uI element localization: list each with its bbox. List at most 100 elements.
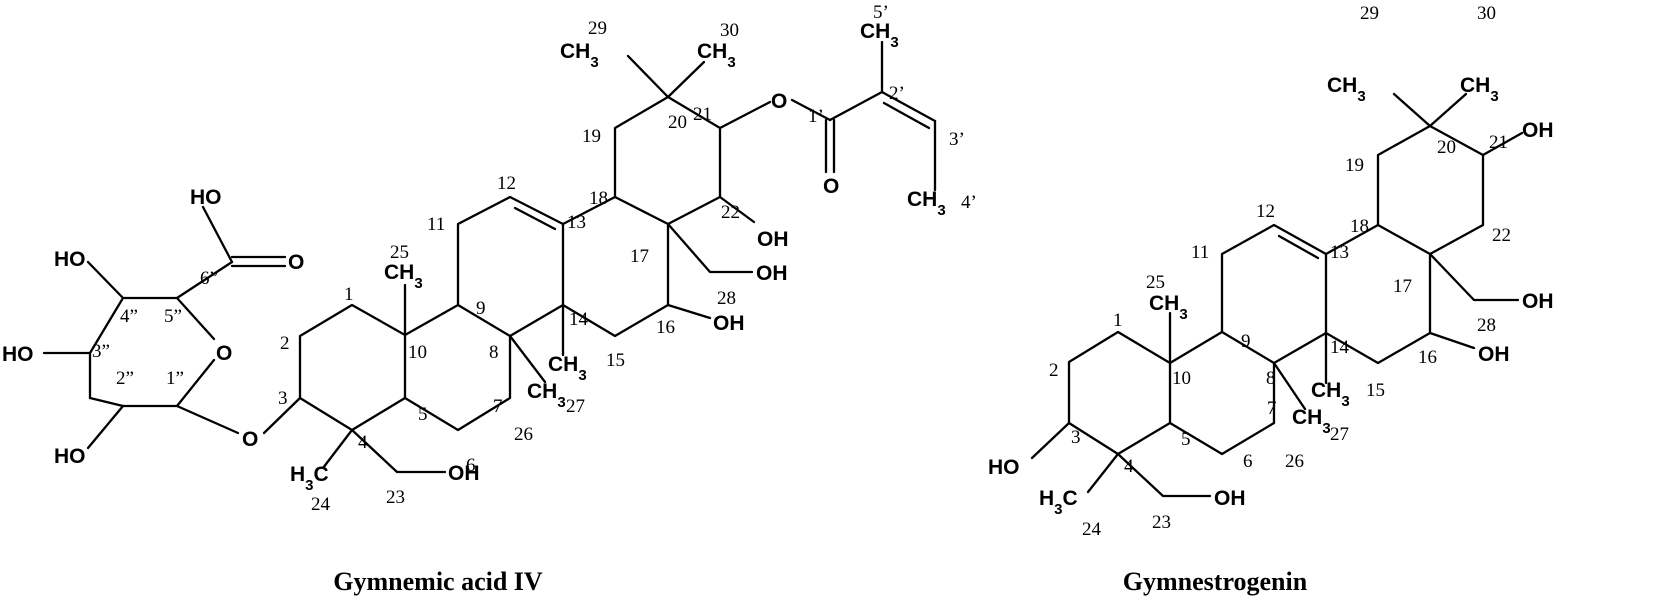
atom-label: O (771, 90, 787, 113)
carbon-number: 24 (1082, 519, 1102, 540)
carbon-number: 22 (721, 202, 740, 223)
atom-label: HO (190, 186, 222, 209)
carbon-number: 2” (116, 368, 134, 389)
carbon-number: 28 (1477, 315, 1496, 336)
gymnestrogenin-structure: HO OH OH OH OH H3C CH3 CH3 CH3 CH3 CH3 1… (988, 3, 1554, 540)
carbon-number: 30 (720, 20, 739, 41)
carbon-number: 25 (390, 242, 409, 263)
carbon-number: 23 (386, 487, 405, 508)
carbon-number: 16 (656, 317, 675, 338)
carbon-number: 26 (514, 424, 533, 445)
gymnemic-acid-iv-atom-labels: HO O HO HO O HO O OH O O OH OH OH H3C CH… (2, 20, 946, 494)
carbon-number: 13 (1330, 242, 1349, 263)
carbon-number: 13 (567, 212, 586, 233)
carbon-number: 19 (1345, 155, 1364, 176)
atom-label: CH3 (384, 261, 423, 292)
carbon-number: 27 (566, 396, 585, 417)
carbon-number: 20 (668, 112, 687, 133)
carbon-number: 3’ (949, 129, 965, 150)
carbon-number: 18 (589, 188, 608, 209)
atom-label: CH3 (1460, 74, 1499, 105)
carbon-number: 1 (344, 284, 354, 305)
carbon-number: 26 (1285, 451, 1304, 472)
atom-label: CH3 (1149, 292, 1188, 323)
carbon-number: 27 (1330, 424, 1349, 445)
atom-label: HO (54, 445, 86, 468)
carbon-number: 9 (476, 298, 486, 319)
carbon-number: 7 (1267, 398, 1277, 419)
atom-label: HO (988, 456, 1020, 479)
atom-label: H3C (290, 463, 329, 494)
carbon-number: 30 (1477, 3, 1496, 24)
carbon-number: 25 (1146, 272, 1165, 293)
atom-label: OH (1214, 487, 1246, 510)
gymnestrogenin-atom-labels: HO OH OH OH OH H3C CH3 CH3 CH3 CH3 CH3 (988, 74, 1554, 518)
carbon-number: 29 (1360, 3, 1379, 24)
gymnestrogenin-bonds (1030, 92, 1524, 498)
carbon-number: 7 (493, 396, 503, 417)
carbon-number: 19 (582, 126, 601, 147)
carbon-number: 6” (200, 268, 218, 289)
atom-label: CH3 (697, 40, 736, 71)
carbon-number: 1’ (808, 106, 824, 127)
carbon-number: 18 (1350, 216, 1369, 237)
atom-label: O (823, 175, 839, 198)
carbon-number: 2 (280, 333, 290, 354)
atom-label: OH (1522, 290, 1554, 313)
carbon-number: 16 (1418, 347, 1437, 368)
carbon-number: 8 (489, 342, 499, 363)
carbon-number: 17 (630, 246, 649, 267)
carbon-number: 14 (1330, 337, 1350, 358)
carbon-number: 4” (120, 306, 138, 327)
carbon-number: 12 (1256, 201, 1275, 222)
carbon-number: 3 (1071, 427, 1081, 448)
carbon-number: 21 (1489, 132, 1508, 153)
atom-label: OH (1478, 343, 1510, 366)
carbon-number: 11 (1191, 242, 1209, 263)
carbon-number: 3 (278, 388, 288, 409)
gymnemic-acid-iv-structure: HO O HO HO O HO O OH O O OH OH OH H3C CH… (2, 2, 977, 515)
carbon-number: 5 (1181, 429, 1191, 450)
carbon-number: 1” (166, 368, 184, 389)
atom-label: HO (2, 343, 34, 366)
atom-label: H3C (1039, 487, 1078, 518)
carbon-number: 20 (1437, 137, 1456, 158)
atom-label: CH3 (860, 20, 899, 51)
carbon-number: 12 (497, 173, 516, 194)
atom-label: OH (713, 312, 745, 335)
compound-name-gymnestrogenin: Gymnestrogenin (1123, 567, 1308, 596)
carbon-number: 24 (311, 494, 331, 515)
carbon-number: 4 (1124, 456, 1134, 477)
carbon-number: 23 (1152, 512, 1171, 533)
atom-label: OH (448, 462, 480, 485)
carbon-number: 2 (1049, 360, 1059, 381)
gymnemic-acid-iv-carbon-numbers: 1 2 3 4 5 6 7 8 9 10 11 12 13 14 15 16 1… (92, 2, 977, 515)
atom-label: CH3 (560, 40, 599, 71)
atom-label: O (288, 251, 304, 274)
carbon-number: 11 (427, 214, 445, 235)
carbon-number: 4 (358, 432, 368, 453)
carbon-number: 2’ (889, 83, 905, 104)
atom-label: OH (757, 228, 789, 251)
carbon-number: 1 (1113, 310, 1123, 331)
atom-label: O (242, 428, 258, 451)
atom-label: OH (756, 262, 788, 285)
atom-label: OH (1522, 119, 1554, 142)
atom-label: CH3 (1327, 74, 1366, 105)
atom-label: CH3 (548, 353, 587, 384)
carbon-number: 28 (717, 288, 736, 309)
atom-label: CH3 (1292, 406, 1331, 437)
carbon-number: 5” (164, 306, 182, 327)
carbon-number: 6 (1243, 451, 1253, 472)
gymnemic-acid-iv-bonds (42, 40, 937, 474)
carbon-number: 21 (693, 104, 712, 125)
carbon-number: 10 (408, 342, 427, 363)
carbon-number: 8 (1266, 368, 1276, 389)
carbon-number: 17 (1393, 276, 1412, 297)
atom-label: CH3 (1311, 379, 1350, 410)
carbon-number: 29 (588, 18, 607, 39)
carbon-number: 15 (1366, 380, 1385, 401)
carbon-number: 10 (1172, 368, 1191, 389)
carbon-number: 14 (569, 309, 589, 330)
